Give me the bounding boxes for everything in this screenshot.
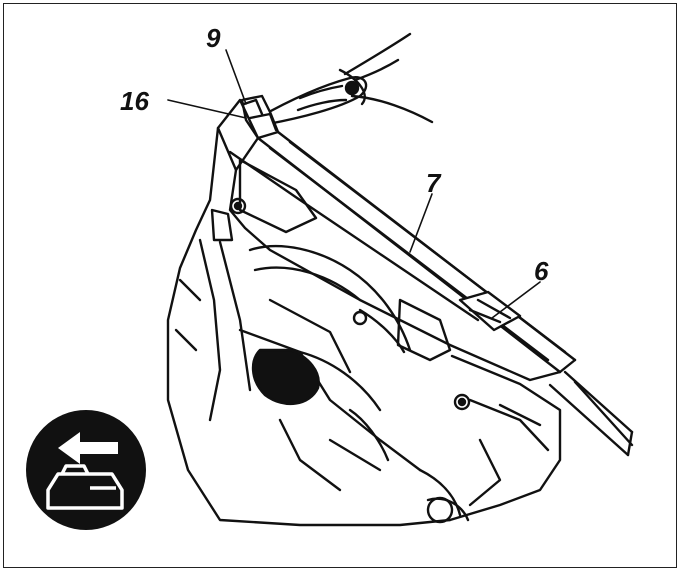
leader-lines	[167, 49, 541, 319]
feeder-part	[458, 290, 522, 332]
callout-6: 6	[534, 256, 549, 286]
callout-16: 16	[120, 86, 149, 116]
nailer-body	[166, 98, 562, 527]
remove-battery-icon	[26, 410, 146, 530]
callout-9: 9	[206, 23, 221, 53]
pliers-icon	[256, 32, 434, 126]
magazine-rail	[256, 130, 634, 457]
callout-7: 7	[426, 168, 441, 198]
